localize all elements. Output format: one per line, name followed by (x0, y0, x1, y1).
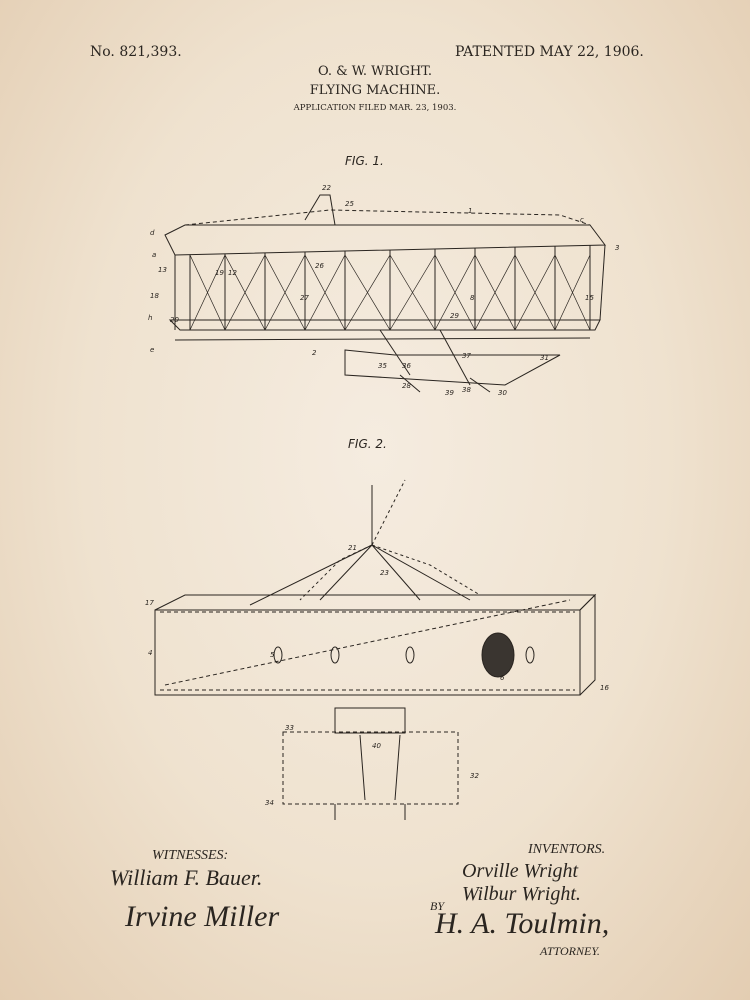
attorney-label: ATTORNEY. (540, 944, 600, 958)
reference-numeral: 21 (348, 544, 357, 552)
reference-numeral: 5 (270, 651, 275, 659)
inventor-header: O. & W. WRIGHT. (317, 64, 433, 79)
cross-brace (264, 254, 306, 331)
reference-numeral: 29 (450, 312, 459, 320)
reference-numeral: 4 (148, 649, 152, 657)
reference-numeral: 2 (312, 349, 317, 357)
fig-2-label: FIG. 2. (348, 437, 387, 451)
reference-numeral: e (150, 346, 154, 354)
cross-brace (554, 254, 591, 331)
cross-brace (304, 254, 346, 331)
reference-numeral: 13 (158, 266, 167, 274)
reference-numeral: 3 (615, 244, 619, 252)
reference-numeral: 28 (402, 382, 411, 390)
reference-numeral: a (152, 251, 156, 259)
patent-number: No. 821,393. (90, 44, 182, 60)
fig-1-drawing (164, 194, 606, 393)
reference-numeral: 34 (265, 799, 274, 807)
reference-numeral: 26 (315, 262, 324, 270)
fig-1-label: FIG. 1. (345, 154, 384, 168)
fig-2-drawing (154, 479, 597, 820)
cross-brace (514, 254, 556, 331)
reference-numeral: 39 (445, 389, 454, 397)
attorney-signature: H. A. Toulmin, (435, 907, 610, 940)
cross-brace (474, 254, 516, 331)
reference-numeral: 18 (150, 292, 159, 300)
reference-numeral: 40 (372, 742, 381, 750)
reference-numeral: 36 (402, 362, 411, 370)
reference-numeral: 23 (380, 569, 389, 577)
by-label: BY (430, 899, 445, 913)
witness-signature-1: William F. Bauer. (110, 865, 263, 890)
reference-numeral: 17 (145, 599, 154, 607)
inventor-signature-1: Orville Wright (462, 860, 579, 882)
patent-date: PATENTED MAY 22, 1906. (455, 44, 644, 60)
reference-numeral: 19 (215, 269, 224, 277)
reference-numeral: 27 (300, 294, 309, 302)
reference-numeral: 22 (322, 184, 331, 192)
witnesses-label: WITNESSES: (152, 848, 229, 863)
cross-brace (434, 254, 476, 331)
reference-numeral: 37 (462, 352, 471, 360)
patent-title: FLYING MACHINE. (309, 83, 441, 98)
reference-numeral: 15 (585, 294, 594, 302)
reference-numeral: 32 (470, 772, 479, 780)
reference-numeral: 8 (470, 294, 475, 302)
reference-numeral: 25 (345, 200, 354, 208)
cross-brace (189, 254, 226, 331)
reference-numeral: 12 (228, 269, 237, 277)
reference-numeral: 20 (170, 316, 179, 324)
reference-numeral: 1 (468, 207, 472, 215)
reference-numeral: 35 (378, 362, 387, 370)
reference-numeral: 16 (600, 684, 609, 692)
reference-numeral: 31 (540, 354, 549, 362)
cross-brace (389, 254, 436, 331)
cross-brace (344, 254, 391, 331)
inventor-signature-2: Wilbur Wright. (462, 883, 581, 905)
reference-numeral: 33 (285, 724, 294, 732)
reference-numeral: c (580, 216, 584, 224)
reference-numeral: 38 (462, 386, 471, 394)
reference-numeral: 30 (498, 389, 507, 397)
reference-numeral: 6 (500, 674, 505, 682)
witness-signature-2: Irvine Miller (125, 900, 280, 933)
cross-brace (224, 254, 266, 331)
reference-numeral: h (148, 314, 152, 322)
inventors-label: INVENTORS. (528, 842, 606, 857)
filing-date: APPLICATION FILED MAR. 23, 1903. (293, 103, 457, 113)
reference-numeral: d (150, 229, 155, 237)
